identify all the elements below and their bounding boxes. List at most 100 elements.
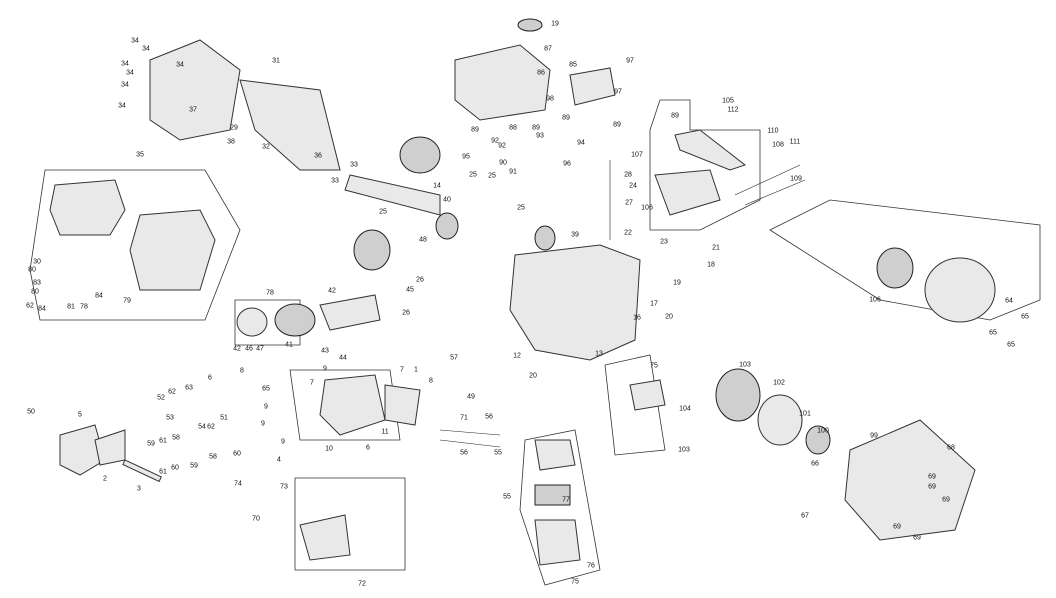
fuel-tank: [454, 44, 551, 121]
part-callout-69: 69: [893, 523, 901, 531]
part-callout-72: 72: [358, 580, 366, 588]
part-callout-93: 93: [536, 132, 544, 140]
crankshaft: [344, 174, 441, 216]
part-callout-75: 75: [650, 362, 658, 370]
part-callout-95: 95: [462, 153, 470, 161]
part-callout-14: 14: [433, 182, 441, 190]
part-callout-29: 29: [230, 124, 238, 132]
recoil-starter-housing: [924, 257, 996, 323]
part-callout-65: 65: [989, 329, 997, 337]
part-callout-41: 41: [285, 341, 293, 349]
part-callout-47: 47: [256, 345, 264, 353]
part-callout-97: 97: [626, 57, 634, 65]
timing-gear: [353, 229, 391, 271]
pushrod-1: [439, 429, 501, 436]
part-callout-26: 26: [402, 309, 410, 317]
part-callout-45: 45: [406, 286, 414, 294]
ignition-coil-group-outline: [604, 354, 666, 456]
part-callout-59: 59: [190, 462, 198, 470]
part-callout-78: 78: [80, 303, 88, 311]
pushrod-2: [439, 439, 501, 448]
governor-lever: [674, 129, 747, 171]
part-callout-62: 62: [26, 302, 34, 310]
head-gasket: [384, 384, 421, 426]
part-callout-39: 39: [571, 231, 579, 239]
part-callout-6: 6: [208, 374, 212, 382]
part-callout-27: 27: [625, 199, 633, 207]
part-callout-76: 76: [587, 562, 595, 570]
part-callout-34: 34: [126, 69, 134, 77]
valve-cover-right: [129, 209, 216, 291]
part-callout-75: 75: [571, 578, 579, 586]
cooling-fan: [757, 394, 803, 446]
part-callout-37: 37: [189, 106, 197, 114]
part-callout-61: 61: [159, 468, 167, 476]
part-callout-13: 13: [595, 350, 603, 358]
part-callout-69: 69: [913, 534, 921, 542]
part-callout-70: 70: [252, 515, 260, 523]
valve-head-group-outline: [289, 369, 401, 441]
part-callout-53: 53: [166, 414, 174, 422]
part-callout-51: 51: [220, 414, 228, 422]
part-callout-19: 19: [551, 20, 559, 28]
part-callout-103: 103: [678, 446, 690, 454]
part-callout-73: 73: [280, 483, 288, 491]
air-filter-group-outline: [519, 429, 601, 586]
part-callout-16: 16: [633, 314, 641, 322]
part-callout-62: 62: [168, 388, 176, 396]
part-callout-25: 25: [517, 204, 525, 212]
part-callout-102: 102: [773, 379, 785, 387]
flywheel: [715, 368, 761, 422]
part-callout-33: 33: [350, 161, 358, 169]
part-callout-3: 3: [137, 485, 141, 493]
part-callout-103: 103: [739, 361, 751, 369]
part-callout-31: 31: [272, 57, 280, 65]
part-callout-88: 88: [509, 124, 517, 132]
carburetor-group-outline: [294, 477, 406, 571]
fan-cover: [844, 419, 976, 541]
piston: [274, 303, 316, 337]
connecting-rod: [319, 294, 381, 331]
recoil-starter-group-outline: [769, 199, 1041, 321]
part-callout-25: 25: [379, 208, 387, 216]
part-callout-20: 20: [529, 372, 537, 380]
part-callout-92: 92: [498, 142, 506, 150]
part-callout-35: 35: [136, 151, 144, 159]
part-callout-74: 74: [234, 480, 242, 488]
part-callout-25: 25: [469, 171, 477, 179]
recoil-reel: [876, 247, 914, 289]
part-callout-89: 89: [562, 114, 570, 122]
part-callout-65: 65: [262, 385, 270, 393]
part-callout-56: 56: [485, 413, 493, 421]
part-callout-42: 42: [233, 345, 241, 353]
piston-rings: [236, 307, 268, 337]
part-callout-58: 58: [209, 453, 217, 461]
part-callout-60: 60: [233, 450, 241, 458]
part-callout-78: 78: [266, 289, 274, 297]
part-callout-25: 25: [488, 172, 496, 180]
air-filter-element: [534, 484, 571, 506]
part-callout-23: 23: [660, 238, 668, 246]
air-filter-housing: [534, 439, 576, 471]
starter-pulley: [805, 425, 831, 455]
crank-bearing: [435, 212, 459, 240]
part-callout-32: 32: [262, 143, 270, 151]
part-callout-58: 58: [172, 434, 180, 442]
part-callout-106: 106: [641, 204, 653, 212]
part-callout-101: 101: [799, 410, 811, 418]
part-callout-69: 69: [942, 496, 950, 504]
crankcase-cover: [149, 39, 241, 141]
air-cleaner-gasket: [94, 429, 126, 466]
part-callout-46: 46: [245, 345, 253, 353]
part-callout-7: 7: [310, 379, 314, 387]
part-callout-83: 83: [33, 279, 41, 287]
throttle-rod: [734, 164, 801, 196]
part-callout-42: 42: [328, 287, 336, 295]
part-callout-84: 84: [95, 292, 103, 300]
part-callout-4: 4: [277, 456, 281, 464]
part-callout-64: 64: [1005, 297, 1013, 305]
part-callout-108: 108: [772, 141, 784, 149]
part-callout-5: 5: [78, 411, 82, 419]
part-callout-89: 89: [471, 126, 479, 134]
